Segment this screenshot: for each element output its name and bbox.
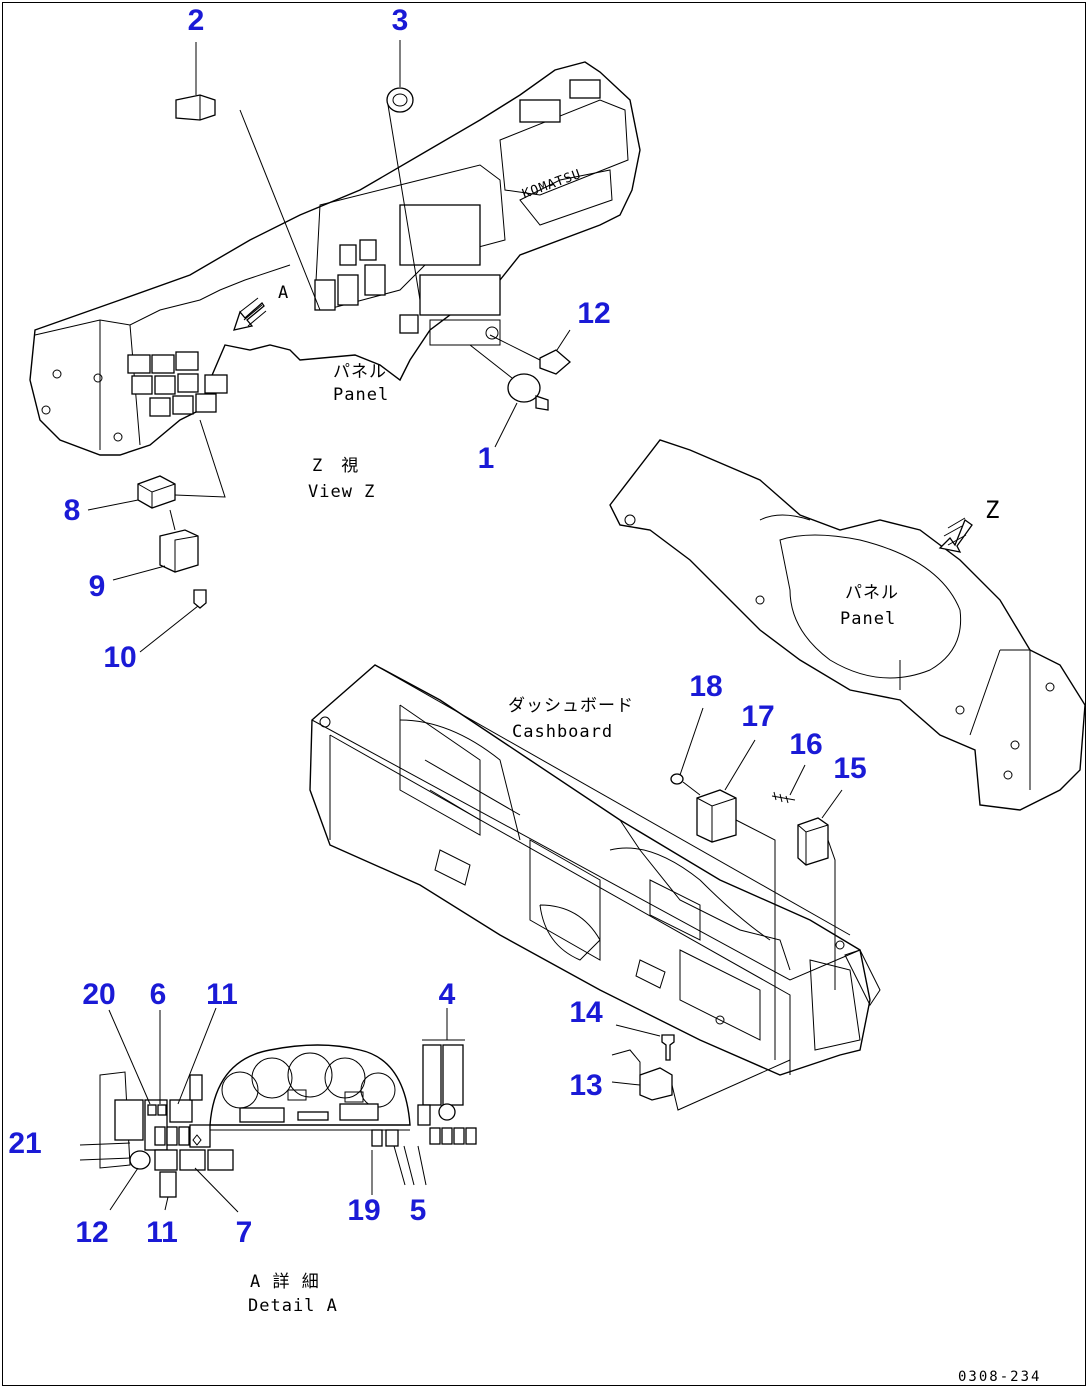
- callout-16[interactable]: 15: [833, 752, 866, 785]
- callout-5[interactable]: 5: [410, 1194, 427, 1227]
- callout-13[interactable]: 12: [577, 297, 610, 330]
- detail-a-label-en: Detail A: [248, 1296, 338, 1316]
- callout-3[interactable]: 3: [392, 4, 409, 37]
- cover-panel-label-en: Panel: [840, 609, 896, 629]
- callout-9[interactable]: 9: [89, 570, 106, 603]
- panel-label-jp: パネル: [333, 362, 387, 382]
- view-z-panel-drawing: KOMATSU A: [29, 61, 641, 456]
- callout-8[interactable]: 8: [64, 494, 81, 527]
- callouts: 2 3 12 1 8 9 10 18 17 16 15 14 13 20 6 1…: [8, 4, 866, 1249]
- view-z-label-en: View Z: [308, 482, 375, 502]
- callout-14[interactable]: 13: [569, 1069, 602, 1102]
- panel-cover-drawing: Z パネル Panel: [609, 439, 1086, 811]
- callout-21[interactable]: 20: [82, 978, 115, 1011]
- view-a-arrow: A: [233, 283, 289, 331]
- brand-emboss: KOMATSU: [520, 167, 583, 202]
- panel-label-en: Panel: [333, 385, 389, 405]
- callout-22[interactable]: 21: [8, 1127, 41, 1160]
- view-z-parts: パネル Panel Z 視 View Z: [87, 40, 571, 653]
- view-z-label-jp: Z 視: [312, 456, 359, 476]
- cover-panel-label-jp: パネル: [845, 583, 899, 603]
- callout-19[interactable]: 18: [689, 670, 722, 703]
- dashboard-frame-drawing: ダッシュボード Cashboard: [309, 664, 881, 1076]
- view-arrow-a-label: A: [278, 283, 289, 303]
- callout-10[interactable]: 10: [103, 641, 136, 674]
- callout-1[interactable]: 1: [478, 442, 495, 475]
- drawing-code: 0308-234: [958, 1369, 1041, 1385]
- callout-4[interactable]: 4: [439, 978, 456, 1011]
- callout-15[interactable]: 14: [569, 996, 603, 1029]
- dashboard-parts: [611, 707, 843, 1111]
- callout-11-upper[interactable]: 11: [206, 978, 238, 1011]
- callout-7[interactable]: 7: [236, 1216, 253, 1249]
- detail-a-label-jp: A 詳 細: [250, 1272, 320, 1292]
- view-arrow-z-label: Z: [985, 496, 1000, 524]
- callout-6[interactable]: 6: [150, 978, 167, 1011]
- callout-20[interactable]: 19: [347, 1194, 380, 1227]
- dashboard-label-jp: ダッシュボード: [508, 696, 634, 716]
- callout-12[interactable]: 12: [75, 1216, 108, 1249]
- dashboard-label-en: Cashboard: [512, 722, 613, 742]
- callout-2[interactable]: 2: [188, 4, 205, 37]
- callout-11-lower[interactable]: 11: [146, 1216, 178, 1249]
- callout-18[interactable]: 17: [741, 700, 774, 733]
- detail-a-drawing: A 詳 細 Detail A: [79, 1007, 477, 1316]
- callout-17[interactable]: 16: [789, 728, 822, 761]
